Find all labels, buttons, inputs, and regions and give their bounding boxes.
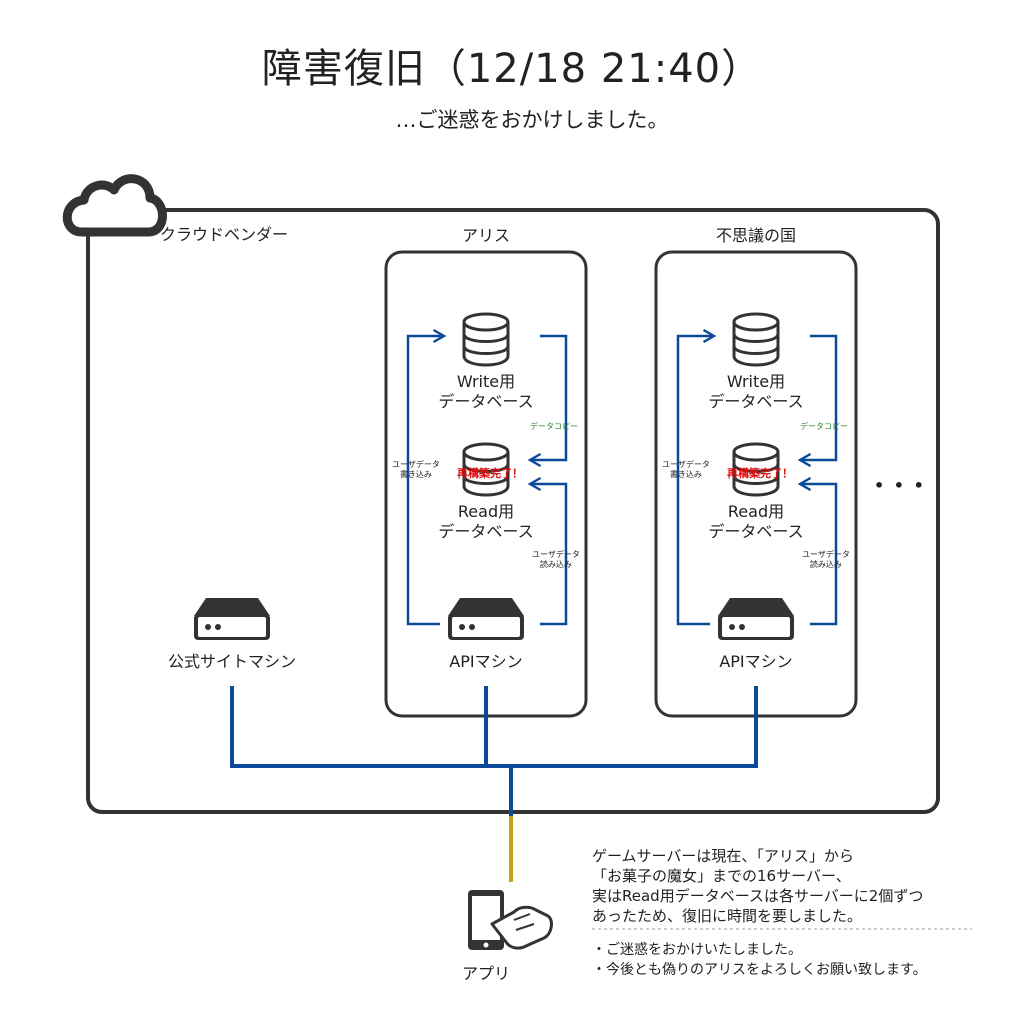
apology-bullets: ・ご迷惑をおかけいたしました。 ・今後とも偽りのアリスをよろしくお願い致します。 [592, 940, 927, 980]
server-name-wonderland: 不思議の国 [715, 226, 796, 245]
database-icon [732, 442, 780, 497]
user-data-read-label: ユーザデータ読み込み [802, 550, 850, 569]
server-icon [448, 598, 524, 640]
database-icon [462, 442, 510, 497]
api-machine-label: APIマシン [449, 652, 523, 671]
user-data-write-label: ユーザデータ書き込み [392, 460, 440, 479]
rebuild-complete-badge: 再構築完了！ [727, 467, 793, 480]
incident-note: ゲームサーバーは現在、「アリス」から 「お菓子の魔女」までの16サーバー、 実は… [592, 846, 923, 926]
database-icon [732, 312, 780, 367]
official-site-machine-label: 公式サイトマシン [167, 652, 296, 671]
user-data-write-label: ユーザデータ書き込み [662, 460, 710, 479]
more-servers-ellipsis: • • • [874, 476, 926, 495]
api-machine-label: APIマシン [719, 652, 793, 671]
page-title: 障害復旧（12/18 21:40） [261, 46, 763, 92]
server-icon [194, 598, 270, 640]
write-db-label: Write用データベース [708, 372, 804, 411]
note-line: ゲームサーバーは現在、「アリス」から [592, 847, 854, 865]
note-line: あったため、復旧に時間を要しました。 [592, 907, 863, 925]
cloud-icon [62, 174, 167, 237]
page-subtitle: …ご迷惑をおかけしました。 [395, 108, 669, 132]
note-line: 実はRead用データベースは各サーバーに2個ずつ [592, 887, 924, 905]
data-copy-label: データコピー [530, 422, 578, 431]
cloud-vendor-label: クラウドベンダー [160, 225, 289, 244]
user-data-read-label: ユーザデータ読み込み [532, 550, 580, 569]
app-label: アプリ [461, 964, 510, 983]
server-icon [718, 598, 794, 640]
server-name-alice: アリス [461, 226, 510, 245]
database-icon [462, 312, 510, 367]
data-copy-label: データコピー [800, 422, 848, 431]
read-db-label: Read用データベース [438, 502, 534, 541]
note-line: 「お菓子の魔女」までの16サーバー、 [592, 867, 851, 885]
smartphone-tap-icon [468, 890, 553, 950]
bullet-item: ・今後とも偽りのアリスをよろしくお願い致します。 [592, 962, 927, 978]
bullet-item: ・ご迷惑をおかけいたしました。 [592, 942, 802, 958]
write-db-label: Write用データベース [438, 372, 534, 411]
rebuild-complete-badge: 再構築完了！ [457, 467, 523, 480]
read-db-label: Read用データベース [708, 502, 804, 541]
